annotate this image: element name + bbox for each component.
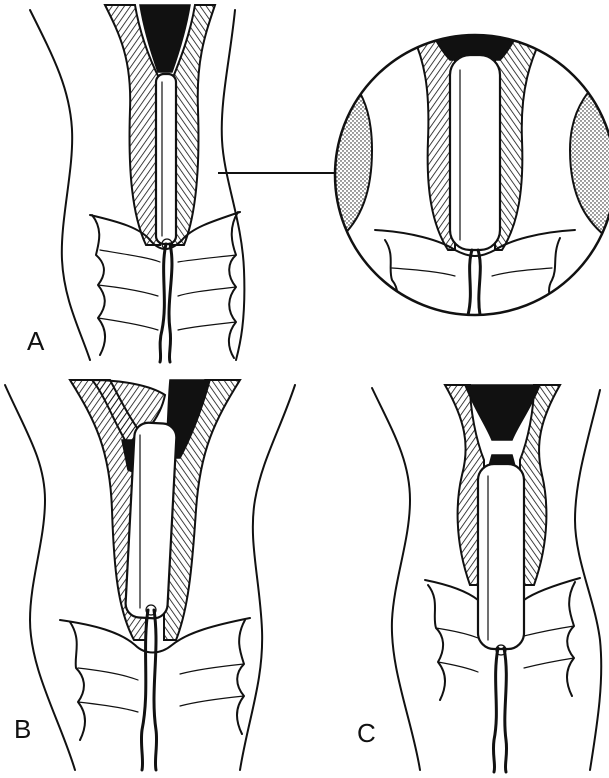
panel-b: [5, 380, 295, 770]
panel-a: [30, 5, 244, 362]
panel-a-body-left-outline: [30, 10, 90, 360]
panel-a-body-right-outline: [222, 10, 245, 360]
panel-c-tampon: [478, 464, 524, 649]
panel-a-zoom-inset: [330, 30, 609, 315]
panel-c-body-left-outline: [372, 388, 420, 770]
panel-c-body-right-outline: [575, 390, 601, 770]
panel-c-label: C: [357, 720, 376, 746]
panel-a-tampon: [156, 74, 176, 244]
panel-b-body-left-outline: [5, 385, 75, 770]
panel-b-tampon: [125, 422, 177, 619]
zoom-tampon: [450, 55, 500, 250]
panel-a-label: A: [27, 328, 44, 354]
panel-a-string: [160, 244, 166, 362]
panel-c-string: [493, 648, 498, 772]
panel-b-body-right-outline: [240, 385, 295, 770]
panel-c: [372, 385, 601, 772]
panel-b-label: B: [14, 716, 31, 742]
